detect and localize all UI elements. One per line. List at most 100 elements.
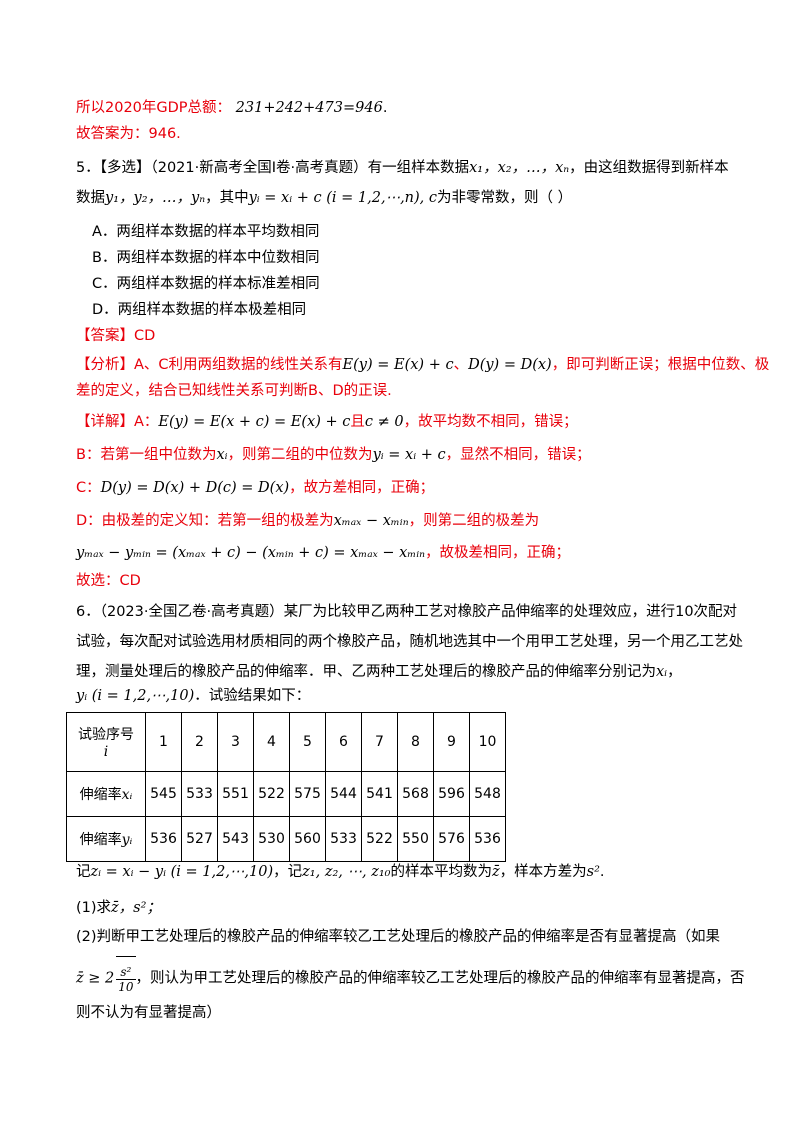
x-value-cell: 568 (397, 771, 434, 817)
q6-line3: 理，测量处理后的橡胶产品的伸缩率．甲、乙两种工艺处理后的橡胶产品的伸缩率分别记为… (76, 661, 730, 683)
detail-d-formula2: yₘₐₓ − yₘᵢₙ = (xₘₐₓ + c) − (xₘᵢₙ + c) = … (76, 545, 426, 561)
q5-answer: 【答案】CD (76, 328, 156, 344)
header-label-cell: 试验序号 i (66, 712, 146, 772)
detail-c-end: ，故方差相同，正确； (289, 480, 435, 496)
note-prefix: 记 (76, 864, 91, 880)
q6-line3-prefix: 理，测量处理后的橡胶产品的伸缩率．甲、乙两种工艺处理后的橡胶产品的伸缩率分别记为 (76, 664, 656, 680)
x-value-cell: 522 (253, 771, 290, 817)
index-cell: 6 (325, 712, 362, 772)
index-cell: 8 (397, 712, 434, 772)
prev-total-label: 所以2020年GDP总额： (76, 100, 232, 116)
table-header-row: 试验序号 i 1 2 3 4 5 6 7 8 9 10 (66, 712, 506, 772)
part2-line2-rest: ，则认为甲工艺处理后的橡胶产品的伸缩率较乙工艺处理后的橡胶产品的伸缩率有显著提高… (135, 970, 745, 987)
results-table: 试验序号 i 1 2 3 4 5 6 7 8 9 10 伸缩率xᵢ 545 53… (66, 712, 506, 862)
q5-detail-b: B：若第一组中位数为xᵢ，则第二组的中位数为yᵢ = xᵢ + c，显然不相同，… (76, 444, 730, 466)
row-y-label-cell: 伸缩率yᵢ (66, 816, 146, 862)
detail-a-label: 【详解】A： (76, 414, 159, 430)
q6-note: 记zᵢ = xᵢ − yᵢ (i = 1,2,⋯,10)，记z₁, z₂, ⋯,… (76, 861, 730, 883)
y-value-cell: 530 (253, 816, 290, 862)
note-s2: s² (586, 864, 600, 880)
q5-line1-suffix: ，由这组数据得到新样本 (569, 160, 729, 176)
q5-analysis-line2: 差的定义，结合已知线性关系可判断B、D的正误. (76, 383, 392, 399)
detail-c-formula: D(y) = D(x) + D(c) = D(x) (100, 480, 290, 496)
part1-vars: z̄，s²； (111, 900, 161, 916)
row-x-label: 伸缩率 (79, 787, 122, 803)
q5-option-c: C．两组样本数据的样本标准差相同 (92, 276, 320, 292)
x-value-cell: 533 (181, 771, 218, 817)
q6-line1: 6．（2023·全国乙卷·高考真题）某厂为比较甲乙两种工艺对橡胶产品伸缩率的处理… (76, 604, 738, 620)
detail-d-end2: ，故极差相同，正确； (425, 545, 571, 561)
index-cell: 1 (145, 712, 182, 772)
note-mid3: ，样本方差为 (499, 864, 587, 880)
q5-detail-a: 【详解】A：E(y) = E(x + c) = E(x) + c且c ≠ 0，故… (76, 411, 730, 433)
q5-line2-suffix: 为非零常数，则（ ） (437, 190, 573, 206)
row-y-var: yᵢ (121, 832, 133, 848)
q5-line2-mid: ，其中 (205, 190, 249, 206)
q5-final: 故选：CD (76, 573, 141, 589)
note-zbar: z̄ (491, 864, 500, 880)
q6-line4-end: ．试验结果如下： (194, 688, 311, 704)
y-value-cell: 536 (469, 816, 506, 862)
x-value-cell: 596 (433, 771, 470, 817)
detail-b-mid: ，则第二组的中位数为 (227, 447, 373, 463)
row-x-var: xᵢ (121, 787, 133, 803)
detail-d-prefix: D：由极差的定义知：若第一组的极差为 (76, 513, 334, 529)
header-label-text: 试验序号 (78, 727, 134, 743)
q5-line1-vars: x₁，x₂，…，xₙ (469, 160, 570, 176)
x-value-cell: 548 (469, 771, 506, 817)
q6-line4-formula: yᵢ (i = 1,2,⋯,10) (76, 688, 195, 704)
table-row-y: 伸缩率yᵢ 536 527 543 530 560 533 522 550 57… (66, 816, 506, 862)
q5-line2-prefix: 数据 (76, 190, 105, 206)
q6-line3-end: ， (667, 664, 682, 680)
q5-option-d: D．两组样本数据的样本极差相同 (92, 302, 307, 318)
y-value-cell: 533 (325, 816, 362, 862)
q5-option-b: B．两组样本数据的样本中位数相同 (92, 250, 320, 266)
q5-line2-formula: yᵢ = xᵢ + c (i = 1,2,⋯,n), c (248, 190, 438, 206)
note-end: . (599, 864, 605, 880)
header-label-var: i (103, 744, 109, 760)
q6-line4: yᵢ (i = 1,2,⋯,10)．试验结果如下： (76, 685, 730, 707)
prev-total-formula: 231+242+473=946 (235, 100, 383, 116)
x-value-cell: 541 (361, 771, 398, 817)
x-value-cell: 544 (325, 771, 362, 817)
analysis-text-b: 、 (453, 357, 469, 373)
index-cell: 4 (253, 712, 290, 772)
note-formula2: z₁, z₂, ⋯, z₁₀ (302, 864, 391, 880)
detail-d-formula1: xₘₐₓ − xₘᵢₙ (333, 513, 409, 529)
q6-part2-line1: (2)判断甲工艺处理后的橡胶产品的伸缩率较乙工艺处理后的橡胶产品的伸缩率是否有显… (76, 929, 721, 945)
q5-detail-c: C：D(y) = D(x) + D(c) = D(x)，故方差相同，正确； (76, 477, 730, 499)
note-formula1: zᵢ = xᵢ − yᵢ (i = 1,2,⋯,10) (90, 864, 274, 880)
detail-a-end: ，故平均数不相同，错误； (403, 414, 578, 430)
analysis-formula-2: D(y) = D(x) (468, 357, 552, 373)
y-value-cell: 550 (397, 816, 434, 862)
detail-b-formula: yᵢ = xᵢ + c (372, 447, 446, 463)
q5-line2: 数据y₁，y₂，…，yₙ，其中yᵢ = xᵢ + c (i = 1,2,⋯,n)… (76, 187, 730, 209)
prev-answer: 故答案为：946. (76, 126, 181, 142)
q5-detail-d: D：由极差的定义知：若第一组的极差为xₘₐₓ − xₘᵢₙ，则第二组的极差为 (76, 510, 730, 532)
table-row-x: 伸缩率xᵢ 545 533 551 522 575 544 541 568 59… (66, 771, 506, 817)
detail-c-prefix: C： (76, 480, 101, 496)
detail-a-mid: 且 (350, 414, 365, 430)
detail-b-prefix: B：若第一组中位数为 (76, 447, 217, 463)
analysis-text-a: 【分析】A、C利用两组数据的线性关系有 (76, 357, 343, 373)
y-value-cell: 543 (217, 816, 254, 862)
index-cell: 9 (433, 712, 470, 772)
row-x-label-cell: 伸缩率xᵢ (66, 771, 146, 817)
q5-line2-vars: y₁，y₂，…，yₙ (105, 190, 206, 206)
q5-analysis-line1: 【分析】A、C利用两组数据的线性关系有E(y) = E(x) + c、D(y) … (76, 354, 769, 376)
fraction-numerator: s² (116, 965, 136, 980)
detail-a-formula: E(y) = E(x + c) = E(x) + c (158, 414, 351, 430)
analysis-formula-1: E(y) = E(x) + c (342, 357, 454, 373)
index-cell: 5 (289, 712, 326, 772)
index-cell: 7 (361, 712, 398, 772)
y-value-cell: 522 (361, 816, 398, 862)
detail-b-var: xᵢ (216, 447, 228, 463)
q5-option-a: A．两组样本数据的样本平均数相同 (92, 224, 320, 240)
x-value-cell: 545 (145, 771, 182, 817)
detail-a-cond: c ≠ 0 (364, 414, 404, 430)
index-cell: 10 (469, 712, 506, 772)
index-cell: 2 (181, 712, 218, 772)
